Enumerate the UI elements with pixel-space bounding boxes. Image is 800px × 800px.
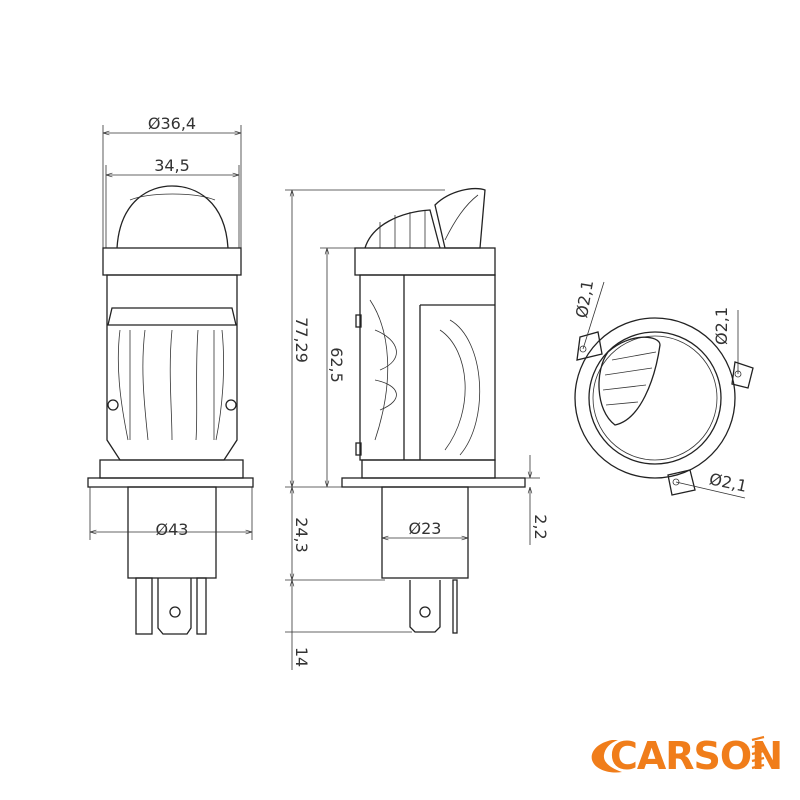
dim-label-outer-diameter: Ø36,4 bbox=[148, 114, 196, 133]
dim-label-base-diameter: Ø23 bbox=[409, 519, 442, 538]
dim-label-flange-diameter: Ø43 bbox=[156, 520, 189, 539]
dim-label-total-height: 77,29 bbox=[292, 317, 311, 363]
dim-label-hole-3: Ø2,1 bbox=[708, 469, 749, 495]
lens-dome bbox=[116, 185, 229, 249]
carson-logo: CARSON bbox=[591, 734, 783, 778]
side-view: 77,29 62,5 24,3 14 Ø23 2,2 bbox=[285, 187, 550, 670]
dim-label-body-height: 62,5 bbox=[327, 347, 346, 383]
front-view: Ø36,4 34,5 Ø43 bbox=[87, 114, 254, 635]
dim-label-lens-width: 34,5 bbox=[154, 156, 190, 175]
dim-label-hole-2: Ø2,1 bbox=[712, 307, 731, 345]
logo-text: CARSON bbox=[610, 734, 782, 778]
dim-label-pin-length: 14 bbox=[292, 647, 311, 667]
dim-label-hole-1: Ø2,1 bbox=[572, 279, 597, 320]
dim-label-flange-thickness: 2,2 bbox=[531, 514, 550, 539]
dim-label-base-height: 24,3 bbox=[292, 517, 311, 553]
bottom-view: Ø2,1 Ø2,1 Ø2,1 bbox=[572, 279, 754, 499]
